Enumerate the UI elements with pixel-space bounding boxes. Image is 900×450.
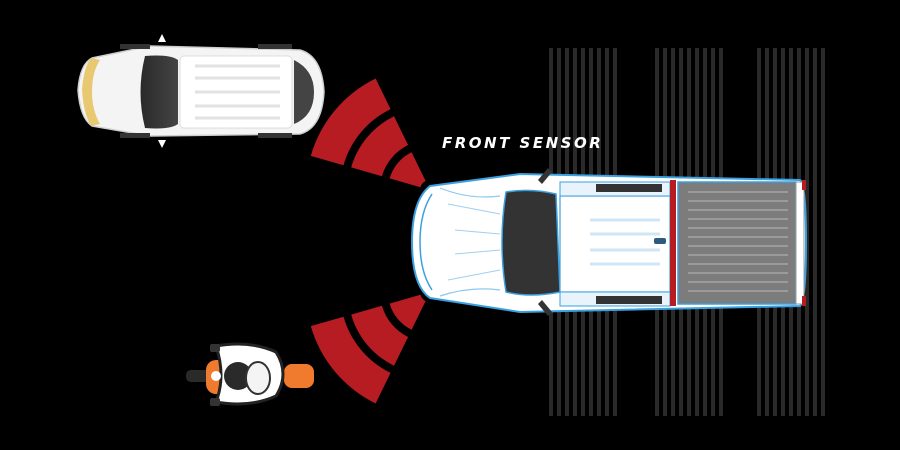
front-sensor-label: FRONT SENSOR (442, 134, 604, 152)
sensor-wave-band (351, 305, 409, 366)
front-sensor-wave-upper (310, 78, 426, 188)
motorcycle-icon (186, 342, 314, 406)
road-stripe (805, 48, 809, 416)
sensor-wave-band (351, 116, 409, 177)
sensor-wave-band (310, 316, 391, 404)
sensor-wave-band (389, 294, 426, 330)
front-sensor-wave-lower (310, 294, 426, 404)
suv-icon (77, 34, 325, 148)
pickup-truck-icon (410, 168, 808, 316)
road-stripe (813, 48, 817, 416)
road-stripe (821, 48, 825, 416)
sensor-wave-band (389, 152, 426, 188)
sensor-wave-band (310, 78, 391, 166)
